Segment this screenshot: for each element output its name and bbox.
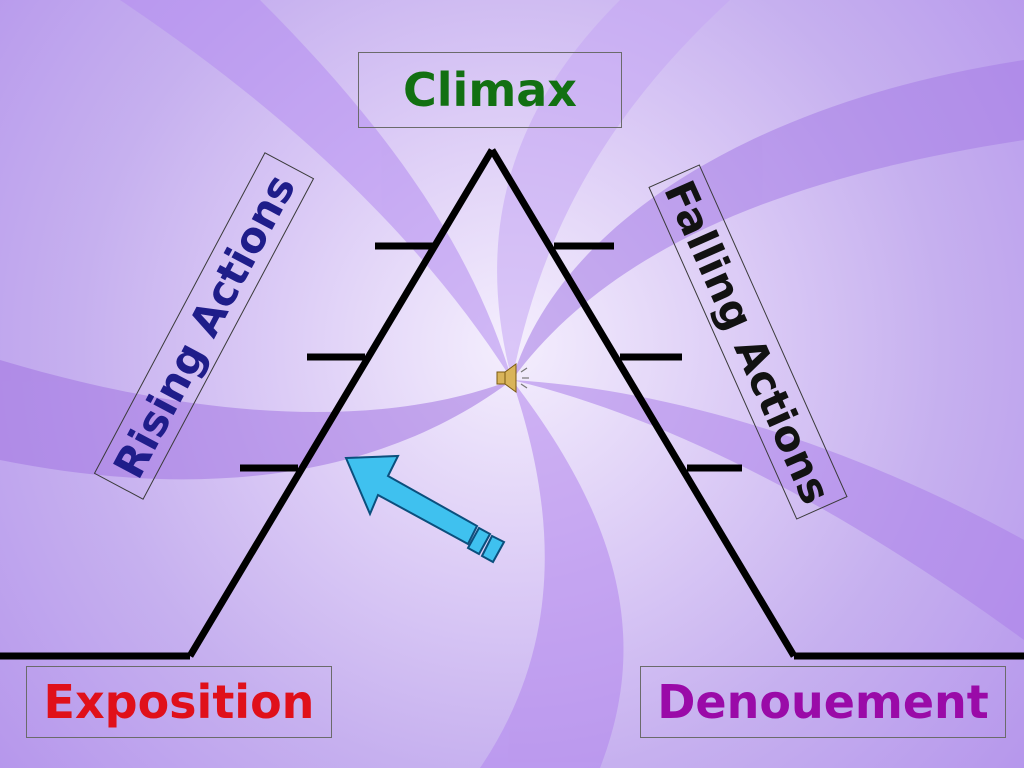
speaker-icon[interactable] <box>496 363 529 393</box>
arrow-icon <box>344 454 506 564</box>
exposition-label: Exposition <box>26 666 332 738</box>
exposition-text: Exposition <box>43 675 315 729</box>
rising-line <box>186 148 496 658</box>
denouement-label: Denouement <box>640 666 1006 738</box>
denouement-text: Denouement <box>657 675 989 729</box>
falling-line <box>488 148 798 658</box>
climax-label: Climax <box>358 52 622 128</box>
climax-text: Climax <box>403 63 577 117</box>
